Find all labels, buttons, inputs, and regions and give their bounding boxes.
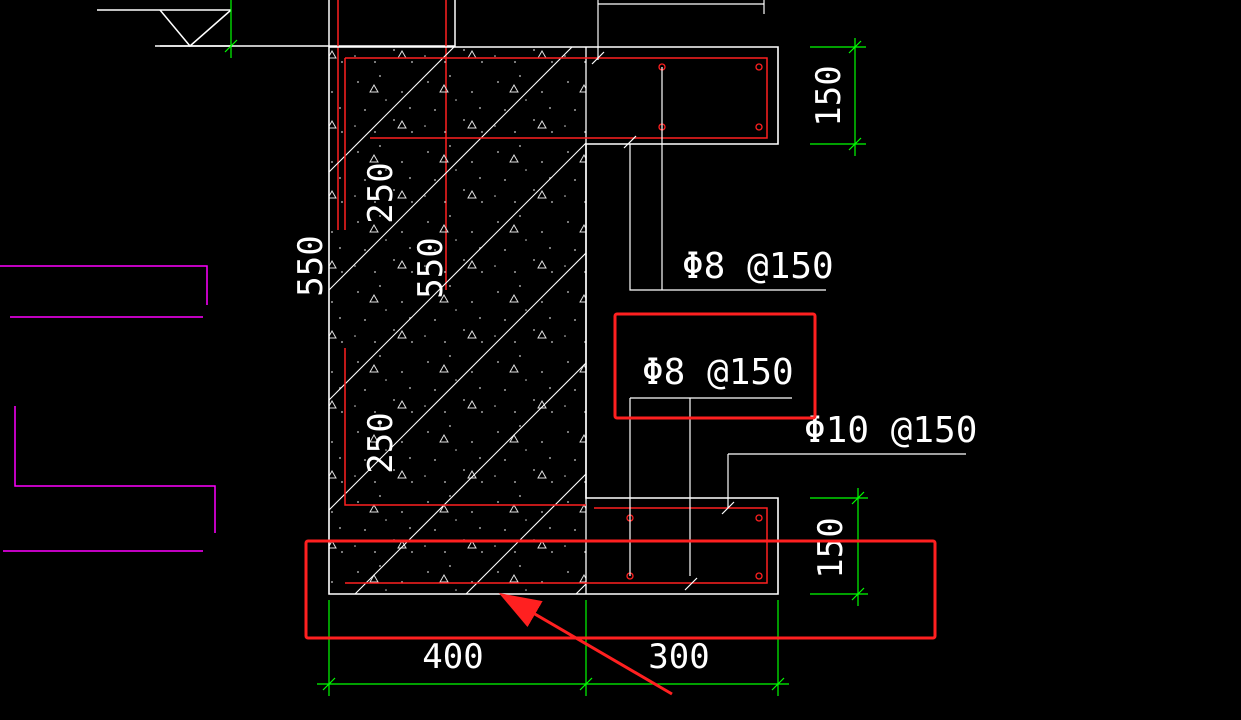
annotation-arrow xyxy=(498,592,673,696)
dim-flange-width-300: 300 xyxy=(648,637,709,677)
rebar-dots xyxy=(626,63,763,580)
concrete-hatch-lines xyxy=(329,47,586,594)
rebar-label-lower: Φ8 @150 xyxy=(642,352,794,393)
dim-top-flange-150: 150 xyxy=(809,65,849,126)
ground-symbol xyxy=(97,9,455,48)
wall-upper-lines xyxy=(328,0,456,47)
adjacent-element-outline xyxy=(0,265,216,552)
rebar-label-upper: Φ8 @150 xyxy=(682,246,834,287)
dim-wall-width-400: 400 xyxy=(422,637,483,677)
dim-bottom-flange-150: 150 xyxy=(811,517,851,578)
dim-wall-height-550: 550 xyxy=(291,235,331,296)
leader-lines xyxy=(591,0,966,591)
dim-lower-segment-250: 250 xyxy=(361,412,401,473)
dimension-lines xyxy=(317,38,868,696)
highlight-box-rebar-label xyxy=(613,312,817,420)
rebar-label-bottom-bar: Φ10 @150 xyxy=(804,410,977,451)
dim-upper-segment-250: 250 xyxy=(361,162,401,223)
rebar-cage xyxy=(344,57,768,584)
highlight-box-bottom-flange xyxy=(304,539,937,640)
dim-inner-height-550: 550 xyxy=(411,237,451,298)
ground-symbol-dimension-tick xyxy=(224,0,238,58)
